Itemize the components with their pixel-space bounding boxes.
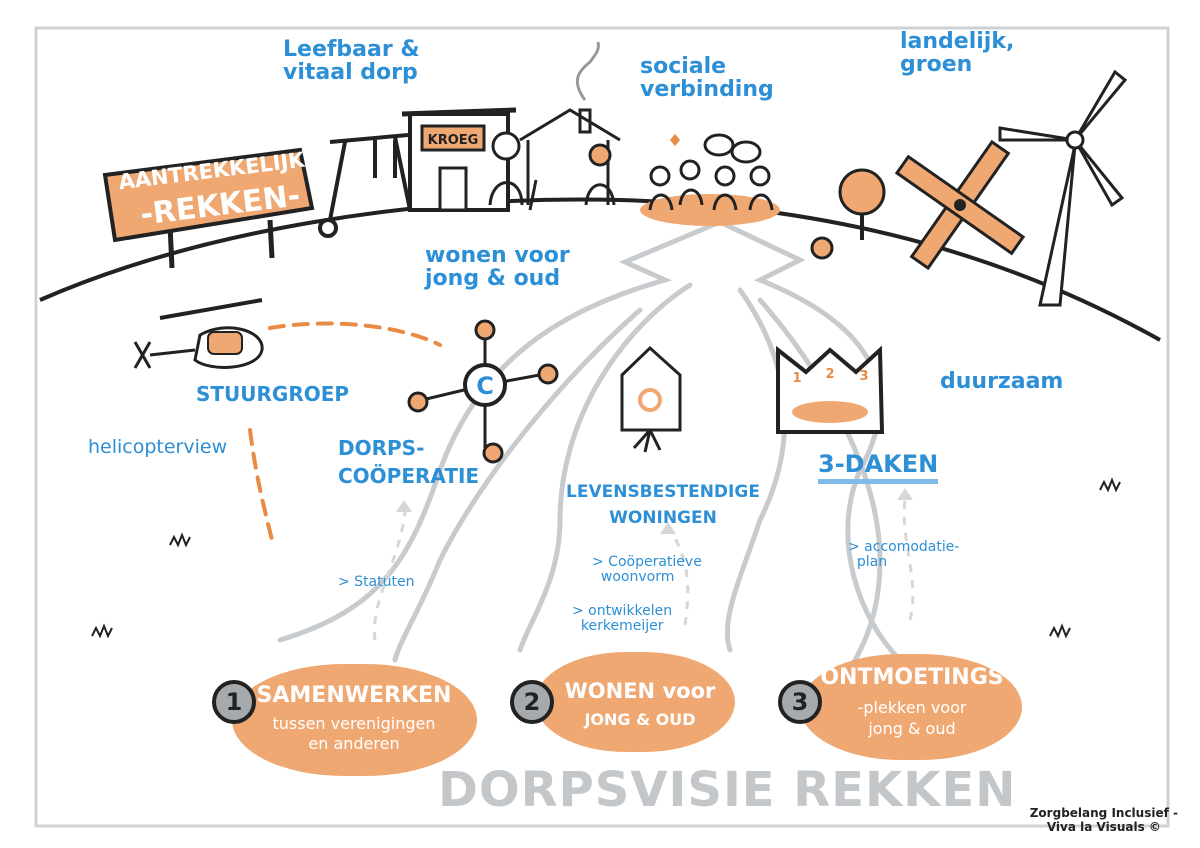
three-roofs bbox=[776, 345, 885, 434]
hill-line bbox=[39, 197, 1161, 342]
label-sociale-verbinding: sociale verbinding bbox=[640, 54, 774, 103]
heading-dorpscooperatie: DORPS- COÖPERATIE bbox=[338, 436, 480, 488]
label-stuurgroep: STUURGROEP bbox=[196, 382, 350, 406]
coop-network bbox=[407, 319, 559, 464]
heading-levensbestendige: LEVENSBESTENDIGE WONINGEN bbox=[566, 482, 760, 528]
helicopter bbox=[133, 298, 264, 369]
step-3-body: -plekken voor jong & oud bbox=[857, 698, 967, 738]
roof-number-1: 1 bbox=[792, 371, 801, 386]
wind-turbine bbox=[998, 69, 1128, 307]
step-3-heading: ONTMOETINGS bbox=[820, 665, 1004, 690]
label-wonen-jong-oud: wonen voor jong & oud bbox=[425, 243, 570, 292]
kroeg-building bbox=[401, 107, 517, 212]
dashed-orange-line bbox=[248, 321, 442, 542]
sublabel-statuten: > Statuten bbox=[338, 574, 415, 590]
step-1-blob bbox=[232, 664, 477, 776]
dashed-grey-arrows bbox=[372, 499, 915, 641]
sublabel-ontwikkelen-kerkemeijer: > ontwikkelen kerkemeijer bbox=[572, 603, 673, 634]
house bbox=[519, 41, 621, 206]
coop-letter: C bbox=[476, 372, 494, 400]
label-landelijk-groen: landelijk, groen bbox=[900, 29, 1015, 78]
label-helicopterview: helicopterview bbox=[88, 436, 228, 458]
step-2-heading: WONEN voor bbox=[564, 679, 716, 703]
step-2-number: 2 bbox=[510, 680, 554, 724]
people-near-kroeg bbox=[488, 131, 538, 211]
lifetime-house bbox=[620, 345, 682, 453]
grass-tufts bbox=[91, 477, 1121, 639]
step-1-body: tussen verenigingen en anderen bbox=[272, 714, 436, 753]
roof-number-2: 2 bbox=[825, 367, 834, 382]
kroeg-label: KROEG bbox=[428, 133, 479, 148]
label-leefbaar: Leefbaar & vitaal dorp bbox=[283, 37, 420, 86]
swing bbox=[318, 133, 412, 238]
tree bbox=[810, 168, 886, 260]
roof-number-3: 3 bbox=[859, 369, 868, 384]
step-1-number: 1 bbox=[212, 680, 256, 724]
social-group bbox=[640, 133, 780, 226]
step-3-number: 3 bbox=[778, 680, 822, 724]
step-2-blob bbox=[535, 652, 735, 752]
heading-3-daken: 3-DAKEN bbox=[818, 451, 939, 485]
credit: Zorgbelang Inclusief - Viva la Visuals © bbox=[1029, 806, 1178, 835]
main-title: DORPSVISIE REKKEN bbox=[438, 762, 1017, 818]
arrow-heads bbox=[396, 488, 913, 534]
grey-arrow bbox=[277, 219, 903, 673]
step-2-body: JONG & OUD bbox=[584, 710, 696, 729]
sublabel-cooperatieve-woonvorm: > Coöperatieve woonvorm bbox=[592, 554, 702, 585]
step-3-blob bbox=[800, 654, 1022, 760]
roof-numbers: 1 2 3 bbox=[792, 367, 868, 386]
sign bbox=[102, 147, 315, 269]
frame bbox=[34, 26, 1170, 828]
windmill bbox=[894, 139, 1026, 271]
step-1-heading: SAMENWERKEN bbox=[256, 683, 452, 708]
sublabel-accomodatieplan: > accomodatie- plan bbox=[848, 539, 960, 570]
label-duurzaam: duurzaam bbox=[940, 369, 1064, 394]
